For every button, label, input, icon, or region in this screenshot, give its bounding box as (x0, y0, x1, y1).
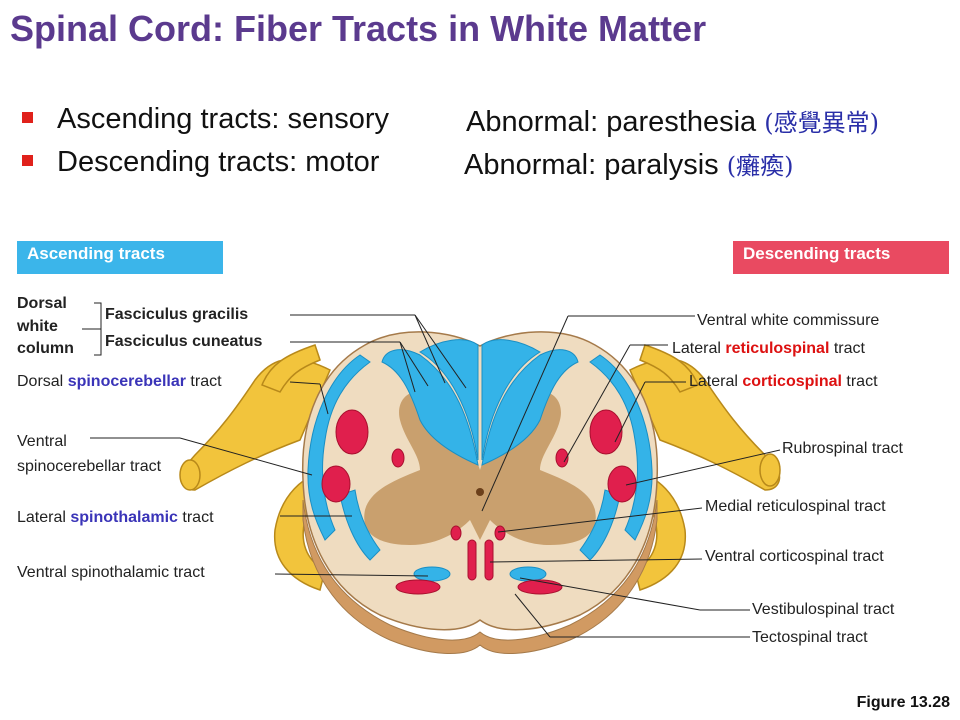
cord-cut-surface (302, 499, 658, 654)
dorsal-column-right (481, 349, 579, 466)
bullet-1-cjk: (感覺異常) (764, 109, 879, 137)
spinothalamic-right (579, 489, 621, 561)
bullet-marker-2 (22, 155, 33, 166)
label-fasciculus-gracilis: Fasciculus gracilis (105, 306, 249, 323)
grey-matter (364, 391, 596, 545)
label-lateral-cs-b: corticospinal (742, 373, 842, 390)
label-dorsal-spino-b: spinocerebellar (67, 373, 186, 390)
bullet-1-abnormal: Abnormal: paresthesia (感覺異常) (466, 103, 879, 139)
label-medial-reticulospinal: Medial reticulospinal tract (705, 498, 886, 515)
label-lateral-rs-c: tract (833, 340, 865, 357)
label-lateral-reticulospinal: Lateral reticulospinal tract (672, 339, 865, 359)
lateral-corticospinal-left (335, 409, 369, 455)
central-canal (476, 488, 484, 496)
spinothalamic-left (339, 489, 381, 561)
label-lateral-st-c: tract (182, 509, 214, 526)
bullet-1-text: Ascending tracts: sensory (57, 103, 390, 135)
label-lateral-rs-a: Lateral (672, 340, 721, 357)
label-lateral-cs-c: tract (846, 373, 878, 390)
label-lateral-st-a: Lateral (17, 509, 66, 526)
label-dorsal-spino-a: Dorsal (17, 373, 64, 390)
label-fasciculus-cuneatus: Fasciculus cuneatus (105, 333, 263, 350)
label-ventral-spino-1: Ventral (17, 433, 67, 450)
label-dorsal-spino-c: tract (190, 373, 222, 390)
ascending-tract-regions (307, 339, 653, 582)
label-lateral-rs-b: reticulospinal (725, 340, 830, 357)
label-ventral-corticospinal: Ventral corticospinal tract (705, 548, 884, 565)
label-vestibulospinal: Vestibulospinal tract (752, 601, 895, 618)
lateral-corticospinal-right (589, 409, 623, 455)
bullet-1-abnormal-text: Abnormal: paresthesia (466, 106, 757, 138)
label-dorsal-column-2: white (17, 318, 58, 335)
nerve-roots (179, 344, 781, 591)
bullet-2-abnormal-text: Abnormal: paralysis (464, 149, 719, 181)
leader-lines (82, 302, 781, 638)
ascending-tracts-header: Ascending tracts (17, 241, 223, 274)
label-lateral-cs-a: Lateral (689, 373, 738, 390)
bullet-2-text: Descending tracts: motor (57, 146, 380, 178)
bullet-2-abnormal: Abnormal: paralysis (癱瘓) (464, 146, 793, 182)
slide-title: Spinal Cord: Fiber Tracts in White Matte… (10, 8, 707, 49)
figure-number: Figure 13.28 (856, 694, 950, 711)
spinocerebellar-right (589, 354, 653, 541)
label-ventral-spinothalamic: Ventral spinothalamic tract (17, 564, 205, 581)
label-rubrospinal: Rubrospinal tract (782, 440, 903, 457)
bullet-2-cjk: (癱瘓) (726, 152, 794, 180)
bullet-marker-1 (22, 112, 33, 123)
label-lateral-spinothalamic: Lateral spinothalamic tract (17, 508, 214, 528)
label-dorsal-column-1: Dorsal (17, 295, 67, 312)
label-dorsal-spinocerebellar: Dorsal spinocerebellar tract (17, 372, 222, 392)
label-dorsal-column-3: column (17, 340, 74, 357)
label-ventral-white-commissure: Ventral white commissure (697, 312, 880, 329)
label-ventral-spino-2: spinocerebellar tract (17, 458, 162, 475)
descending-tract-regions (321, 409, 637, 595)
descending-tracts-header: Descending tracts (733, 241, 949, 274)
label-lateral-st-b: spinothalamic (70, 509, 178, 526)
label-tectospinal: Tectospinal tract (752, 629, 868, 646)
label-lateral-corticospinal: Lateral corticospinal tract (689, 372, 878, 392)
spinocerebellar-left (307, 354, 371, 541)
dorsal-column-left (381, 349, 479, 466)
